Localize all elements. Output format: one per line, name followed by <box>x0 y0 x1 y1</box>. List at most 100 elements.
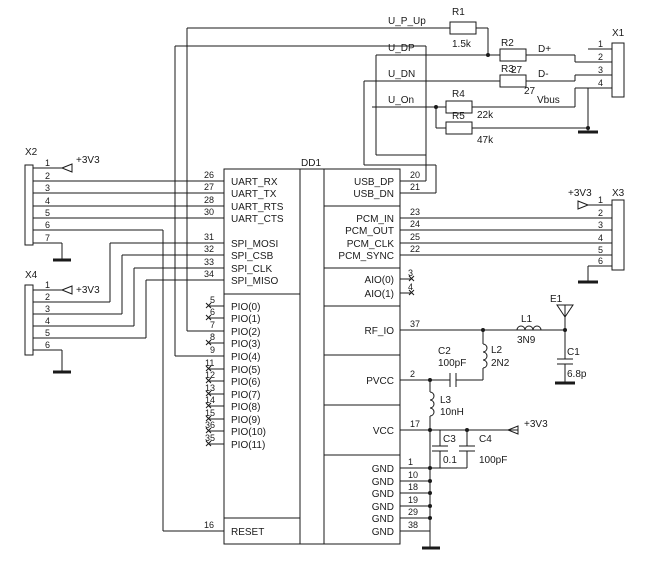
gnd-pin-38: 38 <box>408 520 418 530</box>
x2-pin-1: 1 <box>45 158 50 168</box>
gnd-label: GND <box>372 502 394 513</box>
pin-num-28: 28 <box>204 195 214 205</box>
x4-pin-5: 5 <box>45 328 50 338</box>
x3-pin-5: 5 <box>598 245 603 255</box>
gnd-pin-29: 29 <box>408 507 418 517</box>
pin-num-14: 14 <box>205 395 215 405</box>
net-label-vbus: Vbus <box>537 95 560 106</box>
r1-ref: R1 <box>452 7 465 18</box>
gnd-pin-19: 19 <box>408 495 418 505</box>
pin-label-spi-csb: SPI_CSB <box>231 251 274 262</box>
c4-value: 100pF <box>479 455 507 466</box>
gnd-pin-1: 1 <box>408 457 413 467</box>
x2-pin-7: 7 <box>45 233 50 243</box>
connector-x3-supply: +3V3 <box>568 188 592 199</box>
c3-ref: C3 <box>443 434 456 445</box>
pin-label-pio0: PIO(0) <box>231 302 260 313</box>
x2-pin-4: 4 <box>45 196 50 206</box>
pin-num-22: 22 <box>410 244 420 254</box>
connector-x2-supply: +3V3 <box>76 155 100 166</box>
pin-num-31: 31 <box>204 232 214 242</box>
pin-num-27: 27 <box>204 182 214 192</box>
connector-x4-supply: +3V3 <box>76 285 100 296</box>
pin-label-rf-io: RF_IO <box>365 326 395 337</box>
gnd-label: GND <box>372 464 394 475</box>
pin-label-pio4: PIO(4) <box>231 352 260 363</box>
no-connect-marks <box>205 275 415 447</box>
pin-num-20: 20 <box>410 170 420 180</box>
connector-x1: X1 1 2 3 4 <box>578 28 625 134</box>
x1-pin-4: 4 <box>598 78 603 88</box>
gnd-label: GND <box>372 514 394 525</box>
x2-pin-6: 6 <box>45 220 50 230</box>
pin-label-pcm-clk: PCM_CLK <box>347 239 395 250</box>
r2-ref: R2 <box>501 38 514 49</box>
pin-num-11: 11 <box>205 358 214 368</box>
r5-value: 47k <box>477 135 494 146</box>
pin-num-3: 3 <box>408 268 413 278</box>
chip-gnd-pins: 1 10 18 19 29 38 GND GND GND GND GND GND <box>372 428 440 550</box>
gnd-label: GND <box>372 477 394 488</box>
x1-pin-3: 3 <box>598 65 603 75</box>
pin-label-pvcc: PVCC <box>366 376 394 387</box>
c3-value: 0.1 <box>443 455 457 466</box>
pin-num-32: 32 <box>204 244 214 254</box>
c1-ref: C1 <box>567 347 580 358</box>
connector-x4-name: X4 <box>25 270 38 281</box>
chip-left-pins: 26 27 28 30 31 32 33 34 5 6 7 8 9 11 12 … <box>175 170 284 538</box>
chip-name: DD1 <box>301 158 321 169</box>
pin-label-spi-mosi: SPI_MOSI <box>231 239 278 250</box>
chip-dd1: DD1 <box>223 158 401 545</box>
pin-num-17: 17 <box>410 419 420 429</box>
connector-x3: X3 +3V3 1 2 3 4 5 6 <box>568 188 625 284</box>
x2-pin-3: 3 <box>45 183 50 193</box>
x2-pin-5: 5 <box>45 208 50 218</box>
net-label-u-p-up: U_P_Up <box>388 16 426 27</box>
pin-label-pio5: PIO(5) <box>231 365 260 376</box>
pin-num-23: 23 <box>410 207 420 217</box>
pin-num-6: 6 <box>210 307 215 317</box>
pin-label-pio10: PIO(10) <box>231 427 266 438</box>
connector-x1-name: X1 <box>612 28 625 39</box>
pin-label-pcm-in: PCM_IN <box>356 214 394 225</box>
pin-num-16: 16 <box>204 520 214 530</box>
net-label-u-dn: U_DN <box>388 69 415 80</box>
pin-label-usb-dp: USB_DP <box>354 177 394 188</box>
pin-label-pio3: PIO(3) <box>231 339 260 350</box>
pin-label-pio9: PIO(9) <box>231 415 260 426</box>
pin-label-pcm-sync: PCM_SYNC <box>338 251 394 262</box>
x4-pin-6: 6 <box>45 340 50 350</box>
x3-pin-4: 4 <box>598 233 603 243</box>
pin-num-34: 34 <box>204 269 214 279</box>
pin-label-pio6: PIO(6) <box>231 377 260 388</box>
pin-num-13: 13 <box>205 383 215 393</box>
pin-label-uart-cts: UART_CTS <box>231 214 284 225</box>
pin-num-33: 33 <box>204 257 214 267</box>
pin-label-pcm-out: PCM_OUT <box>345 226 394 237</box>
r5-ref: R5 <box>452 111 465 122</box>
pin-num-25: 25 <box>410 232 420 242</box>
pin-num-2: 2 <box>410 369 415 379</box>
pin-num-21: 21 <box>410 182 420 192</box>
gnd-label: GND <box>372 527 394 538</box>
r4-value: 22k <box>477 110 494 121</box>
pin-label-uart-rts: UART_RTS <box>231 202 284 213</box>
pin-label-pio1: PIO(1) <box>231 314 260 325</box>
pin-num-35: 35 <box>205 433 215 443</box>
net-label-u-on: U_On <box>388 95 414 106</box>
pin-label-vcc: VCC <box>373 426 394 437</box>
x4-pin-1: 1 <box>45 280 50 290</box>
spi-routing <box>109 27 450 532</box>
pin-num-37: 37 <box>410 319 420 329</box>
gnd-label: GND <box>372 489 394 500</box>
connector-x2-name: X2 <box>25 147 38 158</box>
pin-label-pio11: PIO(11) <box>231 440 265 451</box>
gnd-pin-18: 18 <box>408 482 418 492</box>
x3-pin-1: 1 <box>598 195 603 205</box>
x3-pin-6: 6 <box>598 256 603 266</box>
connector-x3-name: X3 <box>612 188 625 199</box>
usb-section: U_P_Up U_DP U_DN U_On R1 1.5k R2 27 D+ R… <box>363 7 612 193</box>
l1-value: 3N9 <box>517 335 536 346</box>
x3-pin-3: 3 <box>598 220 603 230</box>
